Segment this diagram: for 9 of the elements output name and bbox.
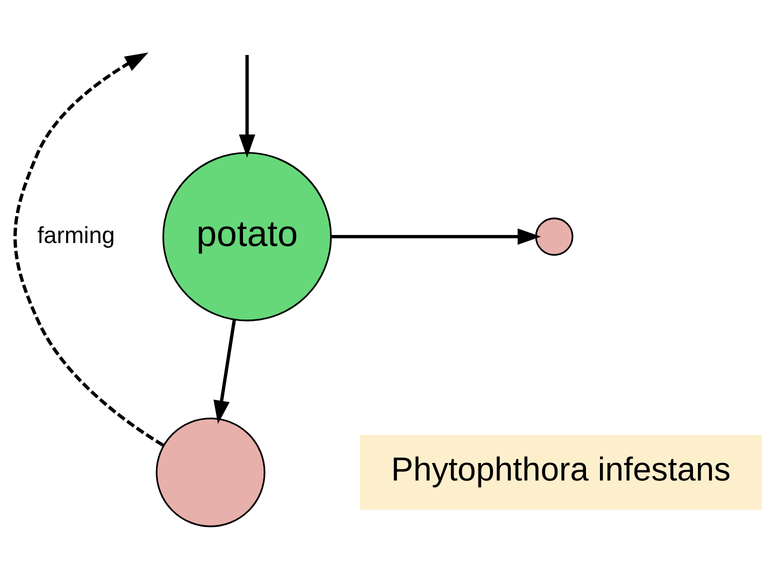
node-circle (156, 417, 266, 527)
node-circle: potato (162, 151, 332, 321)
arrow (238, 54, 256, 158)
arrow (214, 318, 236, 424)
edge-label: farming (37, 221, 115, 248)
node-circle (535, 217, 574, 256)
arrow (331, 228, 541, 244)
arrow (14, 52, 164, 446)
node-box: Phytophthora infestans (360, 434, 762, 510)
